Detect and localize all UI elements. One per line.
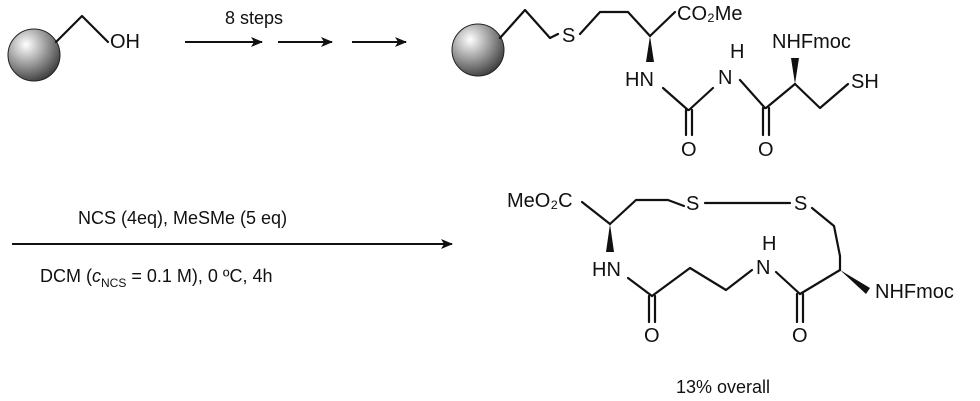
amide-n-label: N [756, 257, 770, 279]
cyclic-disulfide-product: MeO₂C S S HN O H N O NHFmoc [507, 190, 954, 347]
resin-alcohol: OH [7, 14, 140, 82]
stereo-wedge [606, 224, 614, 252]
reaction-conditions: NCS (4eq), MeSMe (5 eq) DCM (cNCS = 0.1 … [12, 208, 453, 290]
stereo-wedge [791, 58, 799, 84]
carbonyl-oxygen-right: O [758, 139, 774, 161]
urea-h-label: H [730, 41, 744, 63]
steps-arrows: 8 steps [185, 8, 407, 47]
stereo-wedge [840, 270, 870, 294]
nhfmoc-label: NHFmoc [875, 281, 954, 303]
carbonyl-oxygen-left: O [644, 325, 660, 347]
amide-nh-label: HN [625, 69, 654, 91]
disulfide-sulfur-right: S [794, 193, 807, 215]
resin-bead-icon [7, 28, 61, 82]
carbonyl-oxygen-left: O [681, 139, 697, 161]
amide-nh-left-label: HN [592, 259, 621, 281]
steps-label: 8 steps [225, 8, 283, 28]
stereo-wedge [646, 36, 654, 62]
hydroxyl-label: OH [110, 31, 140, 53]
methyl-ester-label: CO₂Me [677, 3, 743, 25]
thioether-sulfur-label: S [562, 25, 575, 47]
disulfide-sulfur-left: S [686, 193, 699, 215]
thiol-label: SH [851, 71, 879, 93]
carbonyl-oxygen-right: O [792, 325, 808, 347]
linear-peptide-intermediate: S CO₂Me HN O H N O NHFmoc SH [451, 3, 879, 161]
conditions-line-1: NCS (4eq), MeSMe (5 eq) [78, 208, 287, 228]
nhfmoc-label: NHFmoc [772, 31, 851, 53]
urea-n-label: N [718, 67, 732, 89]
conditions-line-2: DCM (cNCS = 0.1 M), 0 ºC, 4h [40, 266, 272, 290]
yield-label: 13% overall [676, 377, 770, 397]
methyl-ester-label: MeO₂C [507, 190, 573, 212]
amide-h-label: H [762, 233, 776, 255]
resin-bead-icon [451, 23, 505, 77]
